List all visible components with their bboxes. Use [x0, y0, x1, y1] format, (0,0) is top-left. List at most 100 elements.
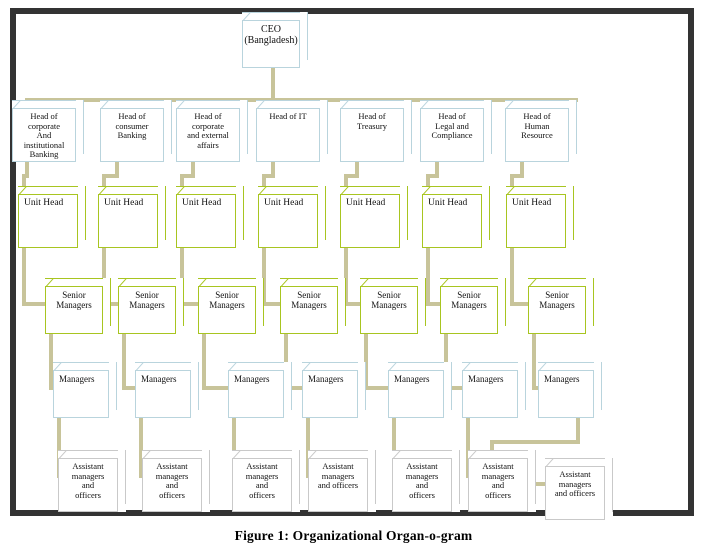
senior-to-manager-elbow [532, 386, 542, 390]
box-top-face [118, 278, 176, 288]
unit-to-senior-elbow [102, 302, 122, 306]
box-side-face [603, 458, 613, 512]
unit-to-senior-drop [180, 248, 184, 302]
box-side-face [480, 186, 490, 240]
box-side-face [564, 186, 574, 240]
box-top-face [505, 100, 569, 110]
box-front-face: Managers [462, 370, 518, 418]
diagram-frame [10, 8, 694, 516]
box-top-face [392, 450, 452, 460]
box-top-face [135, 362, 191, 372]
box-side-face [234, 186, 244, 240]
box-front-face: Unit Head [258, 194, 318, 248]
box-front-face: Managers [388, 370, 444, 418]
box-side-face [156, 186, 166, 240]
box-side-face [116, 450, 126, 504]
box-side-face [298, 12, 308, 60]
node-manager-6-label: Managers [468, 374, 504, 384]
head-to-unit-drop [191, 162, 195, 174]
box-top-face [198, 278, 256, 288]
box-top-face [506, 186, 566, 196]
unit-to-senior-drop [102, 248, 106, 302]
node-unit-head-7: Unit Head [506, 186, 574, 248]
box-top-face [302, 362, 358, 372]
box-top-face [100, 100, 164, 110]
node-manager-3-label: Managers [234, 374, 270, 384]
head-to-unit-elbow [344, 174, 359, 178]
node-unit-head-6-label: Unit Head [428, 198, 468, 208]
box-top-face [538, 362, 594, 372]
head-to-unit-drop2 [22, 174, 26, 186]
node-manager-7: Managers [538, 362, 602, 418]
box-front-face: CEO(Bangladesh) [242, 20, 300, 68]
box-top-face [176, 100, 240, 110]
box-side-face [316, 186, 326, 240]
unit-to-senior-drop [22, 248, 26, 302]
manager-to-assistant-drop [306, 418, 310, 474]
head-to-unit-drop2 [426, 174, 430, 186]
head-to-unit-drop2 [262, 174, 266, 186]
box-side-face [290, 450, 300, 504]
node-manager-4-label: Managers [308, 374, 344, 384]
box-side-face [356, 362, 366, 410]
senior-to-manager-drop [364, 334, 368, 386]
box-top-face [528, 278, 586, 288]
box-top-face [12, 100, 76, 110]
node-manager-7-label: Managers [544, 374, 580, 384]
node-unit-head-3-label: Unit Head [182, 198, 222, 208]
box-top-face [462, 362, 518, 372]
box-side-face [107, 362, 117, 410]
head-to-unit-drop2 [510, 174, 514, 186]
box-side-face [318, 100, 328, 154]
senior-to-manager-drop [284, 334, 288, 386]
head-to-unit-elbow [426, 174, 439, 178]
unit-to-senior-elbow [262, 302, 284, 306]
box-side-face [366, 450, 376, 504]
box-front-face: Unit Head [98, 194, 158, 248]
head-to-unit-elbow [102, 174, 119, 178]
node-unit-head-1: Unit Head [18, 186, 86, 248]
box-front-face: Managers [53, 370, 109, 418]
box-top-face [545, 458, 605, 468]
box-side-face [516, 362, 526, 410]
box-top-face [232, 450, 292, 460]
box-side-face [162, 100, 172, 154]
manager-to-assistant-drop [232, 418, 236, 474]
box-side-face [567, 100, 577, 154]
box-side-face [402, 100, 412, 154]
box-side-face [76, 186, 86, 240]
head-to-unit-elbow [262, 174, 275, 178]
unit-to-senior-drop [262, 248, 266, 302]
box-top-face [18, 186, 78, 196]
